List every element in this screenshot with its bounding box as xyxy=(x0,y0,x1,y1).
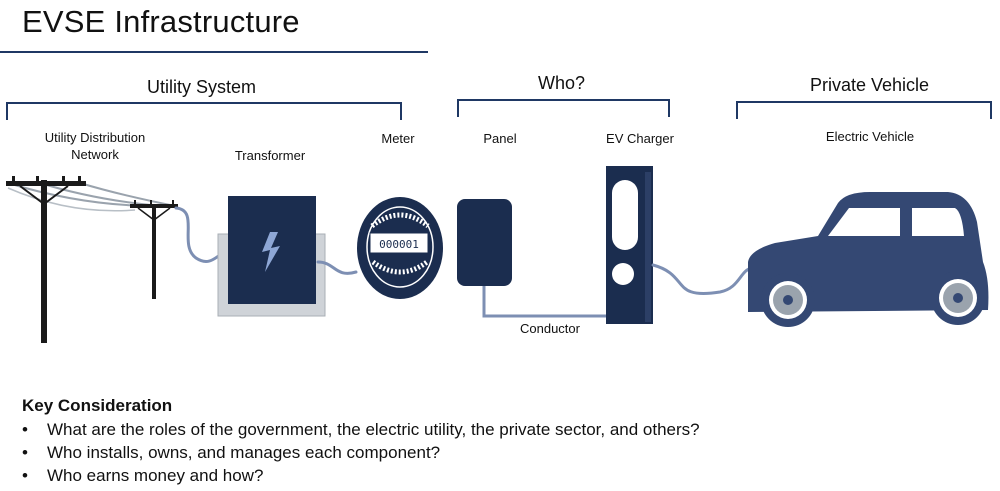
key-consideration-list: • What are the roles of the government, … xyxy=(22,418,700,487)
transformer-icon xyxy=(217,196,326,317)
label-electric-vehicle: Electric Vehicle xyxy=(825,129,915,144)
evse-diagram: 000001 xyxy=(6,166,989,343)
key-consideration-section: Key Consideration • What are the roles o… xyxy=(22,396,700,487)
bullet-icon: • xyxy=(22,420,28,439)
bracket-utility-system xyxy=(6,102,402,120)
label-transformer: Transformer xyxy=(234,148,306,163)
electric-vehicle-icon xyxy=(748,192,989,327)
bullet-icon: • xyxy=(22,466,28,485)
list-item-text: Who earns money and how? xyxy=(47,466,264,485)
group-label-utility-system: Utility System xyxy=(147,77,257,97)
label-meter: Meter xyxy=(381,131,415,146)
group-label-private-vehicle: Private Vehicle xyxy=(810,75,930,95)
label-ev-charger: EV Charger xyxy=(606,131,674,146)
label-panel: Panel xyxy=(483,131,517,146)
ev-charger-icon xyxy=(606,166,653,324)
list-item: • Who installs, owns, and manages each c… xyxy=(22,441,700,464)
page-title: EVSE Infrastructure xyxy=(22,4,300,39)
group-label-who: Who? xyxy=(538,73,586,93)
bullet-icon: • xyxy=(22,443,28,462)
key-consideration-title: Key Consideration xyxy=(22,396,173,415)
bracket-who xyxy=(457,99,670,117)
title-underline xyxy=(0,51,428,53)
label-conductor: Conductor xyxy=(520,321,580,336)
label-utility-distribution-network: Utility Distribution Network xyxy=(44,130,146,162)
list-item: • What are the roles of the government, … xyxy=(22,418,700,441)
meter-display: 000001 xyxy=(379,238,419,251)
utility-pole-icon xyxy=(6,176,178,343)
bracket-private-vehicle xyxy=(736,101,992,119)
meter-icon xyxy=(357,197,443,299)
panel-icon xyxy=(457,199,512,286)
list-item: • Who earns money and how? xyxy=(22,464,700,487)
list-item-text: Who installs, owns, and manages each com… xyxy=(47,443,441,462)
list-item-text: What are the roles of the government, th… xyxy=(47,420,700,439)
